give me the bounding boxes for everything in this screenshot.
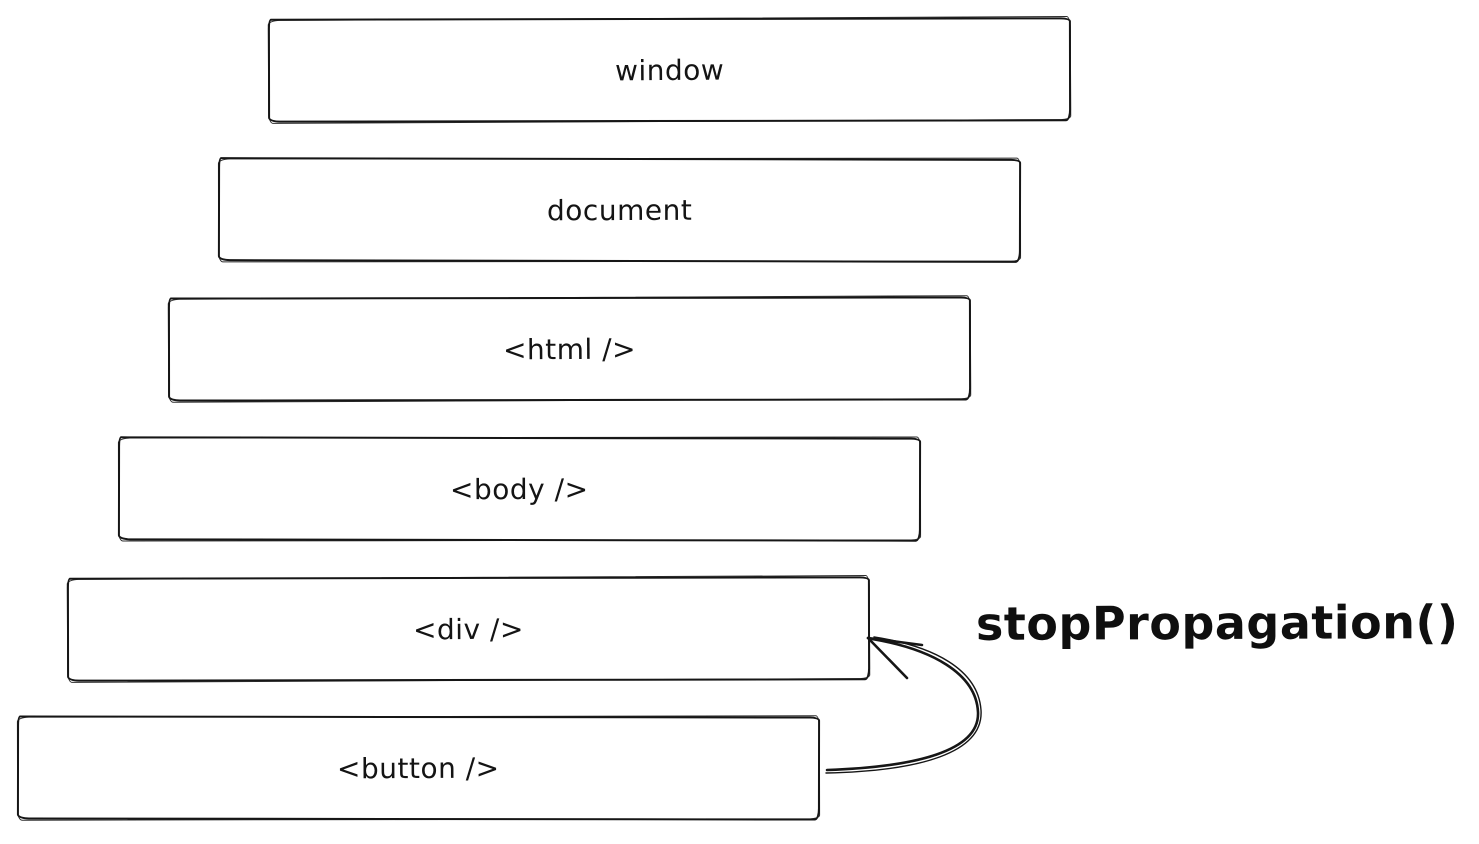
layer-box-body: <body /> — [117, 436, 922, 542]
layer-label-button: <button /> — [337, 751, 500, 785]
layer-label-document: document — [546, 193, 693, 227]
layer-box-html: <html /> — [167, 296, 972, 402]
layer-box-window: window — [267, 17, 1072, 123]
layer-box-document: document — [217, 157, 1022, 263]
layer-label-div: <div /> — [412, 612, 525, 646]
layer-label-html: <html /> — [502, 332, 637, 366]
layer-box-div: <div /> — [66, 576, 871, 682]
layer-label-window: window — [614, 53, 725, 87]
layer-label-body: <body /> — [450, 472, 589, 506]
layer-box-button: <button /> — [16, 715, 821, 821]
stop-propagation-label: stopPropagation() — [975, 595, 1459, 651]
